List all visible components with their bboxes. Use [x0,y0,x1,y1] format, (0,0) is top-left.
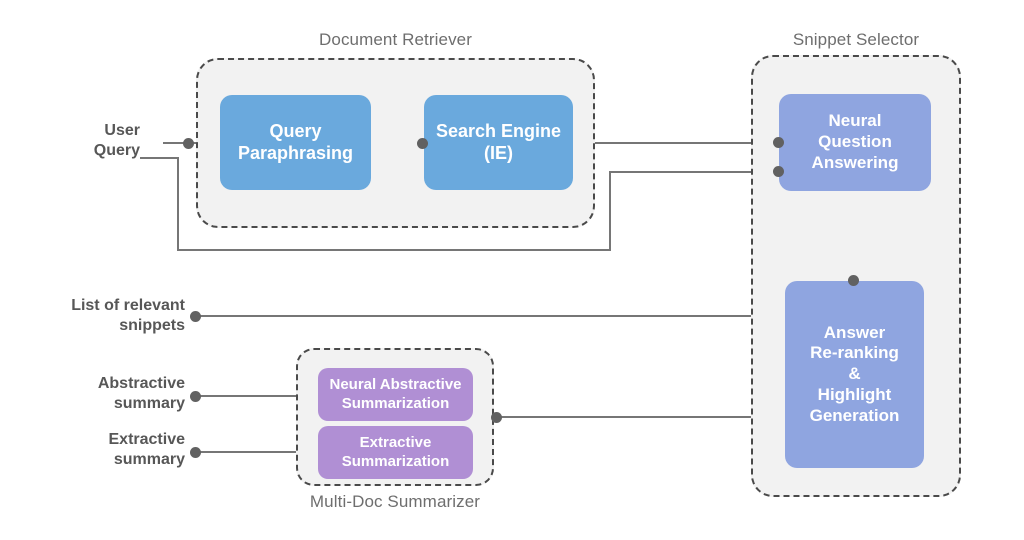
dot-user-query-input [183,138,194,149]
dot-neural-qa-input-top [773,137,784,148]
edge-user-query-to-neural-qa [140,157,784,251]
label-list-of-relevant-snippets: List of relevant snippets [71,297,185,335]
node-answer-reranking[interactable]: Answer Re-ranking & Highlight Generation [785,281,924,468]
caption-document-retriever: Document Retriever [319,30,472,49]
node-extractive-summarization[interactable]: Extractive Summarization [318,426,473,479]
label-user-query: User Query [93,122,140,160]
caption-multi-doc-summarizer: Multi-Doc Summarizer [309,492,481,511]
dot-multi-doc-summarizer-input [491,412,502,423]
node-search-engine[interactable]: Search Engine (IE) [424,95,573,190]
label-abstractive-summary: Abstractive summary [97,375,185,413]
label-extractive-summary: Extractive summary [108,431,186,469]
dot-answer-reranking-input-top [848,275,859,286]
dot-list-of-relevant-snippets-output [190,311,201,322]
dot-search-engine-input [417,138,428,149]
node-neural-question-answering[interactable]: Neural Question Answering [779,94,931,191]
dot-neural-qa-input-bottom [773,166,784,177]
dot-extractive-summary-output [190,447,201,458]
caption-snippet-selector: Snippet Selector [792,30,920,49]
node-query-paraphrasing[interactable]: Query Paraphrasing [220,95,371,190]
node-neural-abstractive-summarization[interactable]: Neural Abstractive Summarization [318,368,473,421]
dot-abstractive-summary-output [190,391,201,402]
